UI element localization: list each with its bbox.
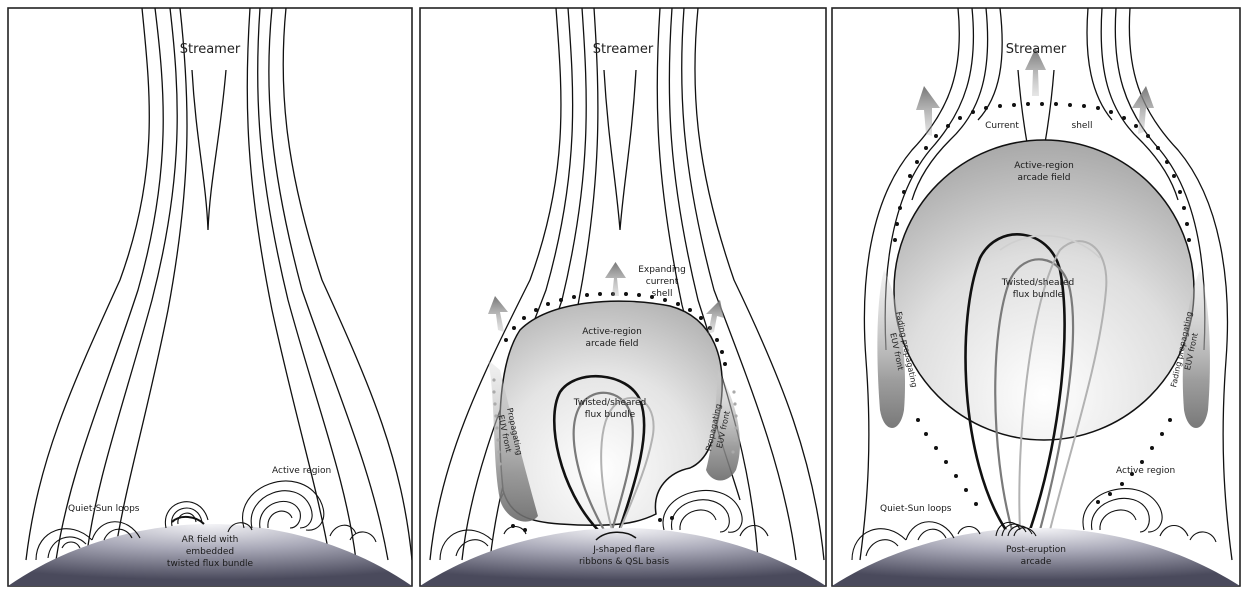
arrow-up-icon [488, 296, 508, 332]
panel-3-arcade-label-2: arcade field [1017, 173, 1070, 183]
panel-2-ribbons-label-1: J-shaped flare [592, 545, 655, 555]
panel-1-active-region-label: Active region [272, 466, 331, 476]
panel-3: Streamer Current shell Active-region arc… [831, 7, 1241, 587]
panel-1-quiet-sun-label: Quiet-Sun loops [68, 504, 140, 514]
panel-1-ar-loops [164, 480, 325, 531]
panel-2-arcade-label-1: Active-region [582, 327, 642, 337]
panel-2-streamer-label: Streamer [593, 42, 654, 57]
panel-2-euv-front-right [706, 370, 740, 481]
panel-2-ar-loops [439, 489, 769, 561]
panel-2-flare-ribbons [595, 531, 637, 541]
panel-1-streamer-label: Streamer [180, 42, 241, 57]
panel-3-current-shell-dots [893, 102, 1191, 506]
panel-2-sun-surface [420, 528, 826, 586]
panel-1: Streamer Quiet-Sun loops Active region A… [7, 7, 413, 587]
panel-2-shell-label-2: current [646, 277, 679, 287]
panel-1-ar-field-label-3: twisted flux bundle [167, 559, 254, 569]
panel-2-current-shell-dots [504, 292, 727, 532]
panel-3-euv-front-right [1182, 270, 1210, 428]
panel-3-post-eruption-arcade [995, 521, 1037, 537]
arrow-up-icon [605, 262, 626, 296]
panel-2-euv-dots [492, 378, 738, 466]
panel-2-shell-label-1: Expanding [638, 265, 686, 275]
panel-3-sun-surface [832, 528, 1240, 586]
panel-1-streamer-lines [25, 8, 412, 561]
panel-3-euv-front-left [877, 270, 906, 428]
panel-2-arcade-label-2: arcade field [585, 339, 638, 349]
panel-2-euv-front-left [488, 360, 538, 522]
panel-3-current-label: Current [985, 121, 1019, 131]
panel-3-flux-label-1: Twisted/sheared [1001, 278, 1075, 288]
panel-2-twisted-flux-bundle [553, 374, 655, 531]
panel-1-ar-field-label-1: AR field with [182, 535, 239, 545]
panel-3-twisted-flux-bundle [964, 233, 1108, 531]
arrow-up-icon [1025, 48, 1046, 96]
panel-2-flux-label-2: flux bundle [585, 410, 636, 420]
panel-3-shell-label: shell [1072, 121, 1093, 131]
panel-3-expansion-arrows [916, 48, 1154, 136]
panel-2-flux-label-1: Twisted/sheared [573, 398, 647, 408]
panel-3-post-eruption-label-1: Post-eruption [1006, 545, 1066, 555]
panel-3-streamer-label: Streamer [1006, 42, 1067, 57]
panel-3-loops [851, 488, 1217, 561]
panel-2-expansion-arrows [488, 262, 724, 334]
arrow-up-icon [706, 300, 724, 334]
panel-2-ribbons-label-2: ribbons & QSL basis [579, 557, 669, 567]
panel-3-arcade-label-1: Active-region [1014, 161, 1074, 171]
panel-1-embedded-flux-bundle [171, 516, 205, 525]
panel-3-post-eruption-label-2: arcade [1021, 557, 1052, 567]
panel-3-flux-label-2: flux bundle [1013, 290, 1064, 300]
panel-1-quiet-sun-loops [35, 521, 377, 561]
arrow-up-icon [916, 86, 940, 136]
panel-3-quiet-sun-label: Quiet-Sun loops [880, 504, 952, 514]
panel-1-ar-field-label-2: embedded [186, 547, 234, 557]
panel-2-shell-label-3: shell [652, 289, 673, 299]
panel-1-sun-surface [8, 524, 412, 586]
arrow-up-icon [1132, 86, 1154, 134]
panel-2: Streamer Expanding current shell Active-… [419, 7, 827, 587]
panel-1-frame [7, 7, 413, 587]
panel-3-active-region-label: Active region [1116, 466, 1175, 476]
